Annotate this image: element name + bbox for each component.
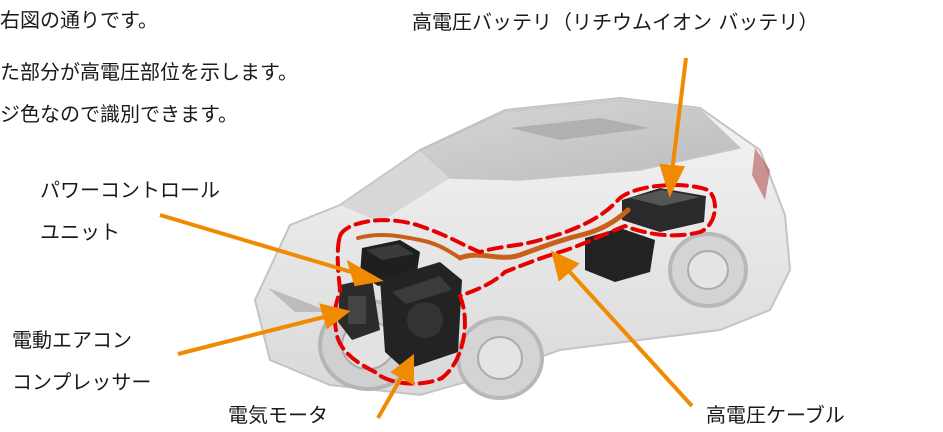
arrow-pcu — [159, 213, 384, 287]
hv-outline — [332, 183, 717, 386]
label-motor: 電気モータ — [228, 403, 328, 427]
label-compressor-line2: コンプレッサー — [12, 370, 152, 394]
rear-wheel — [456, 316, 544, 400]
motor-block — [380, 262, 462, 370]
compressor-block — [338, 278, 380, 340]
intro-line-1: 右図の通りです。 — [0, 8, 158, 32]
arrow-motor — [376, 353, 414, 419]
intro-line-2: た部分が高電圧部位を示します。 — [0, 60, 298, 84]
hv-cable — [356, 207, 631, 261]
intro-line-3: ジ色なので識別できます。 — [0, 102, 238, 126]
rear-right-wheel — [668, 232, 748, 308]
battery-pack — [622, 188, 706, 232]
label-compressor-line1: 電動エアコン — [12, 328, 132, 352]
arrow-cable — [551, 250, 694, 408]
arrow-compressor — [177, 303, 351, 356]
label-pcu-line1: パワーコントロール — [40, 178, 220, 202]
arrow-battery — [659, 57, 688, 198]
fuel-tank — [585, 228, 655, 282]
label-cable: 高電圧ケーブル — [706, 403, 845, 427]
label-pcu-line2: ユニット — [40, 220, 120, 244]
label-battery: 高電圧バッテリ（リチウムイオン バッテリ） — [412, 10, 819, 34]
